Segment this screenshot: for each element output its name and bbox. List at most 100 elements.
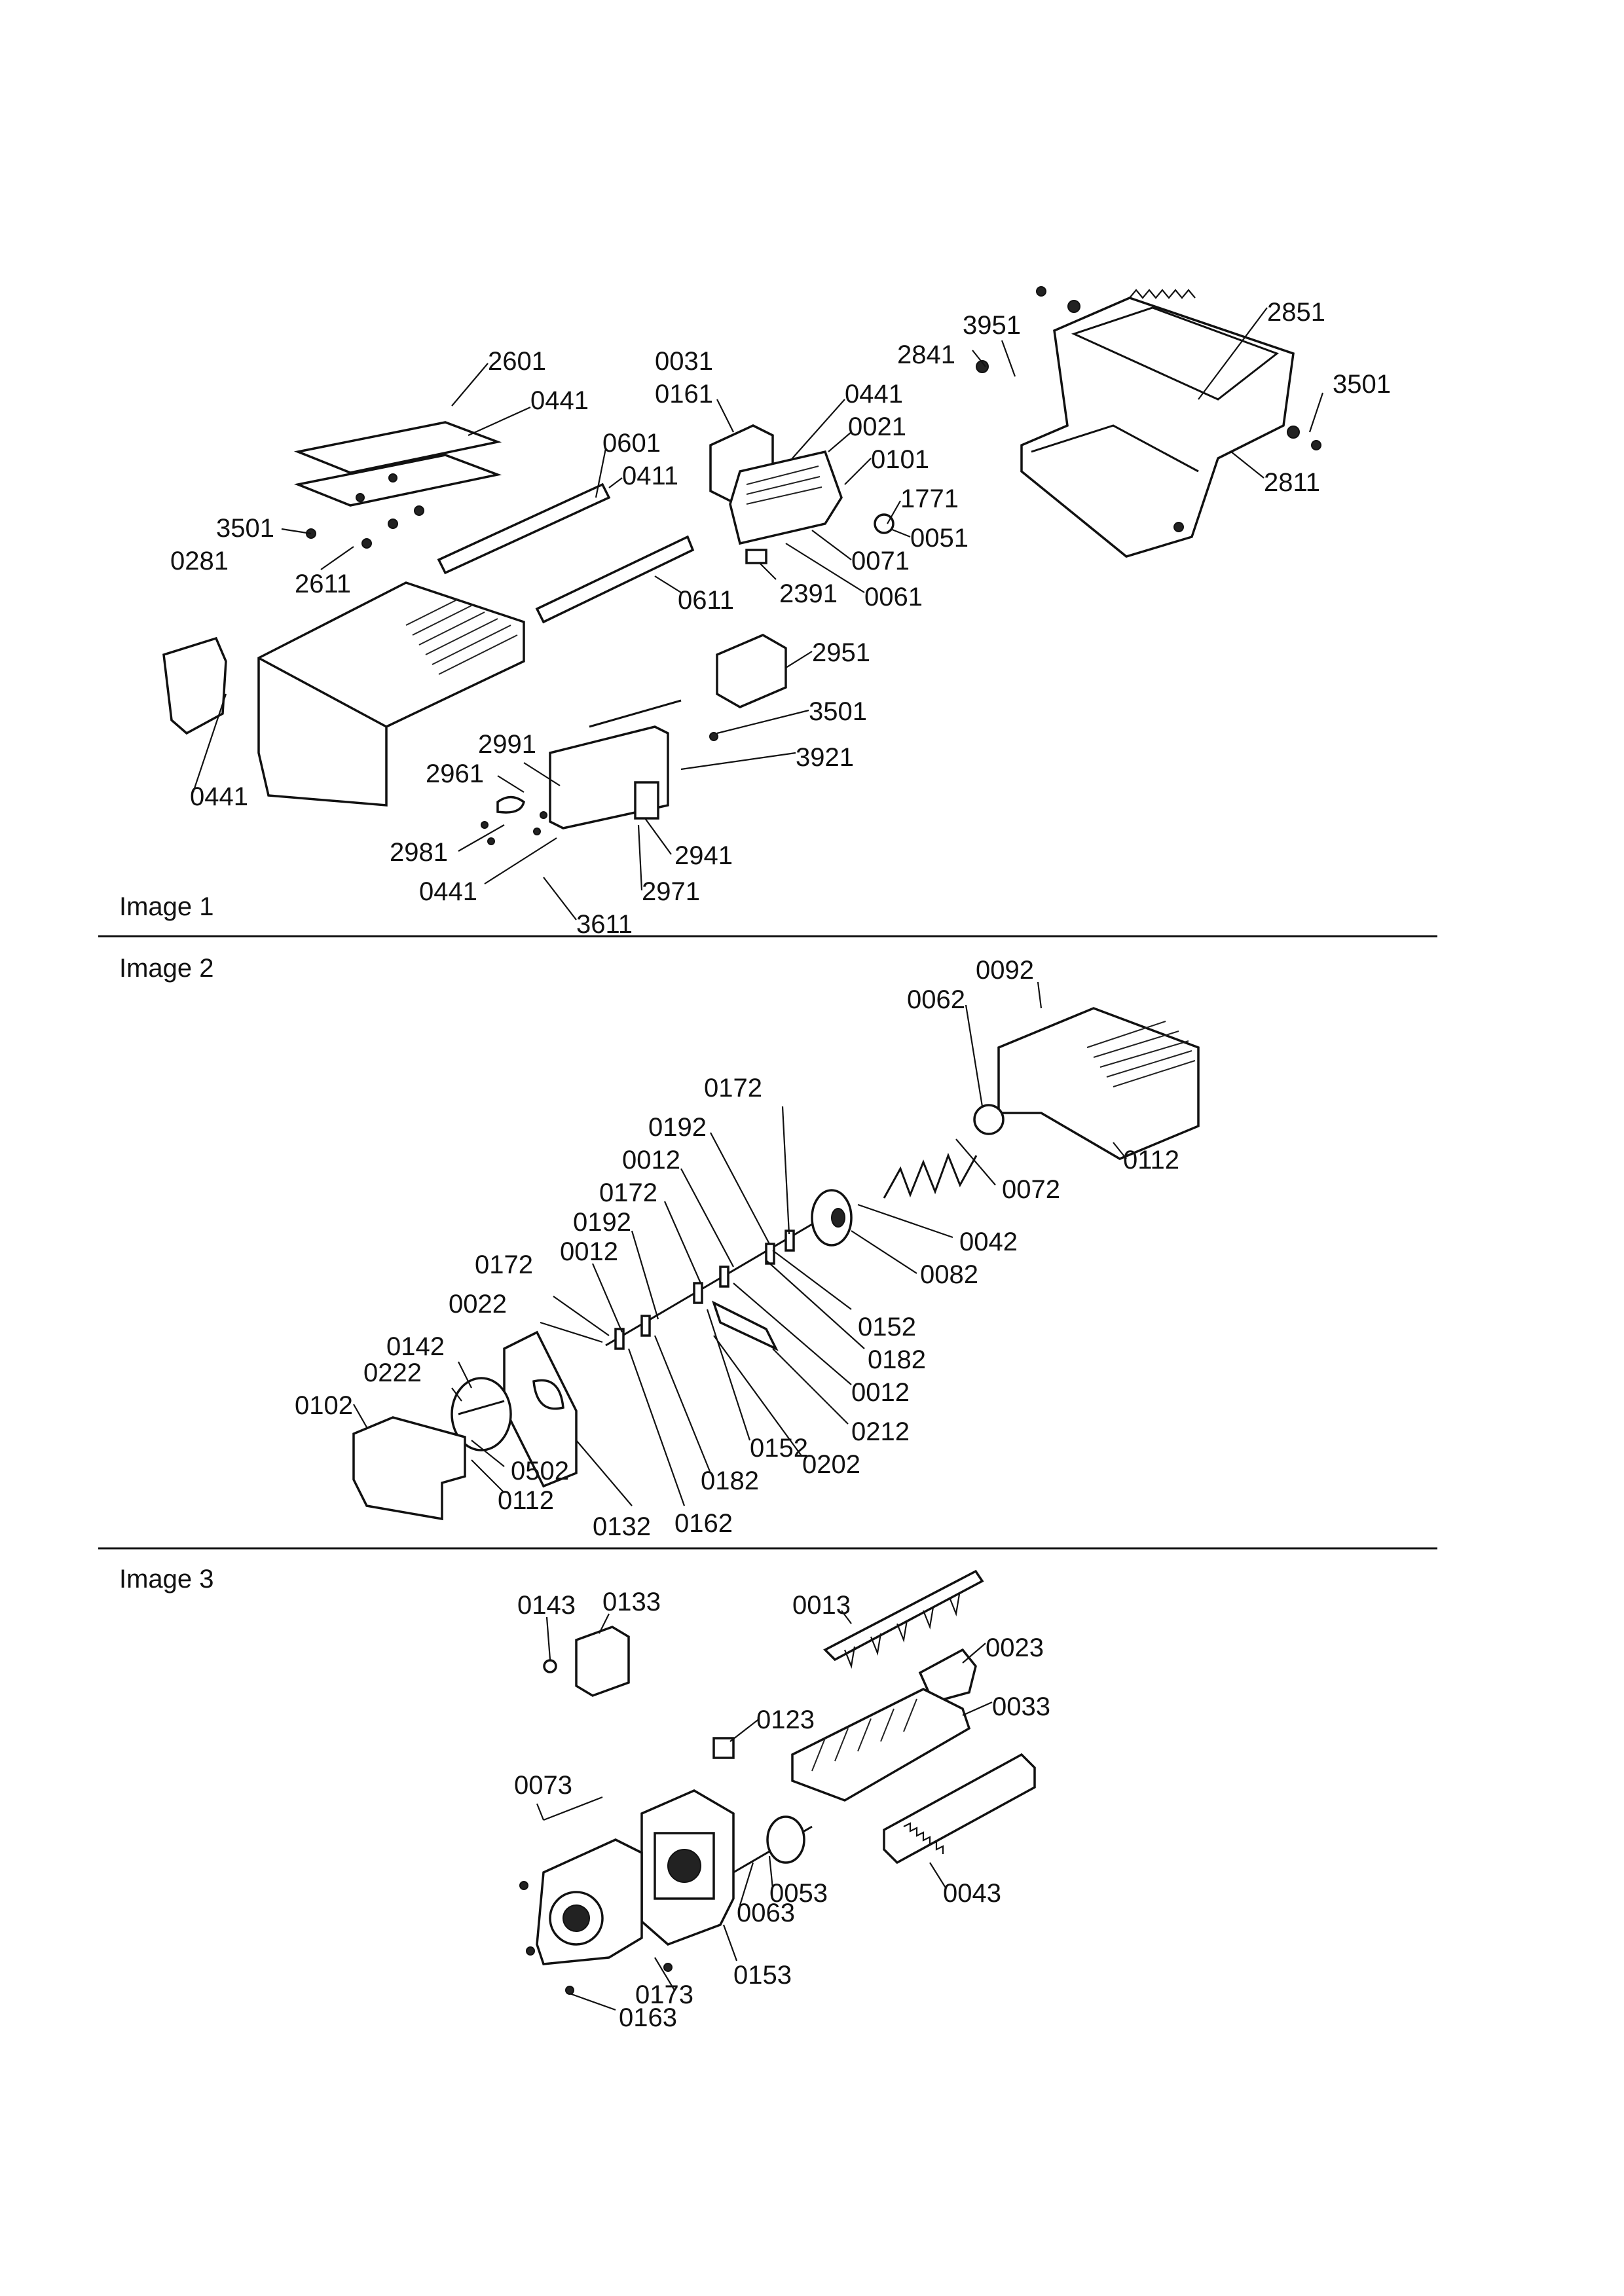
callout: 0123 [756, 1705, 815, 1734]
callout: 2611 [295, 570, 351, 598]
callout: 0071 [851, 547, 910, 575]
callout: 0051 [910, 524, 969, 553]
callout: 0142 [386, 1332, 445, 1361]
callout: 0031 [655, 347, 713, 376]
callout: 0152 [858, 1313, 916, 1341]
callout: 0182 [868, 1345, 926, 1374]
plate-2601 [293, 421, 502, 474]
callout: 0172 [599, 1178, 657, 1207]
callout: 0182 [701, 1467, 759, 1495]
ejector-0013 [823, 1569, 984, 1662]
callout: 0502 [511, 1457, 569, 1485]
callout: 0043 [943, 1879, 1001, 1908]
callout: 0441 [845, 380, 903, 409]
callout: 0042 [959, 1228, 1018, 1256]
ice-mold-0071 [729, 450, 843, 545]
rail-0601 [437, 483, 611, 575]
section-title-image-1: Image 1 [119, 892, 214, 921]
callout: 0023 [986, 1633, 1044, 1662]
callout: 0281 [170, 547, 229, 575]
callout: 2941 [674, 841, 733, 870]
callout: 0061 [864, 583, 923, 611]
callout: 0601 [602, 429, 661, 458]
callout: 0132 [593, 1512, 651, 1541]
rail-0611 [535, 535, 695, 624]
thermostat-1771 [874, 513, 895, 534]
callout: 0143 [517, 1591, 576, 1620]
callout: 0062 [907, 985, 965, 1014]
bearing-0062 [973, 1104, 1005, 1135]
image-1-drawing [162, 286, 1324, 920]
callout: 0163 [619, 2003, 677, 2032]
blade-0202 [712, 1300, 779, 1351]
callout: 2981 [390, 838, 448, 867]
callout: 2601 [488, 347, 546, 376]
callout: 2961 [426, 759, 484, 788]
callout: 0153 [733, 1961, 792, 1990]
callout: 0411 [622, 462, 678, 490]
callout: 0013 [792, 1591, 851, 1620]
callout: 2991 [478, 730, 536, 759]
image-1-callouts: 2601 0441 0601 0411 3501 2611 0281 0611 … [170, 298, 1391, 939]
callout: 0101 [871, 445, 929, 474]
callout: 2951 [812, 638, 870, 667]
callout: 0441 [419, 877, 477, 906]
cover-0102 [352, 1416, 466, 1521]
callout: 0172 [475, 1250, 533, 1279]
callout: 0133 [602, 1588, 661, 1616]
callout: 0192 [573, 1208, 631, 1237]
callout: 3501 [216, 514, 274, 543]
callout: 3501 [1333, 370, 1391, 399]
callout: 0082 [920, 1260, 978, 1289]
callout: 3611 [576, 910, 633, 939]
ice-chute-cover [1020, 297, 1295, 558]
callout: 0072 [1002, 1175, 1060, 1204]
bin-0043 [883, 1753, 1036, 1865]
callout: 0012 [560, 1237, 618, 1266]
callout: 0161 [655, 380, 713, 409]
callout: 0102 [295, 1391, 353, 1420]
ice-bin [257, 581, 525, 807]
callout: 1771 [900, 484, 959, 513]
mold-0033 [791, 1688, 971, 1802]
callout: 0092 [976, 956, 1034, 985]
callout: 3951 [963, 311, 1021, 340]
callout: 0112 [1123, 1146, 1179, 1175]
image-3-callouts: 0143 0133 0013 0023 0123 0033 0073 0053 … [514, 1588, 1050, 2032]
callout: 0112 [498, 1486, 554, 1515]
callout: 0152 [750, 1434, 808, 1463]
section-title-image-3: Image 3 [119, 1565, 214, 1594]
switch-0133 [575, 1626, 630, 1697]
callout: 0202 [802, 1450, 860, 1479]
callout: 0073 [514, 1771, 572, 1800]
callout: 0172 [704, 1074, 762, 1102]
ice-bin-0092 [997, 1007, 1200, 1160]
callout: 0611 [678, 586, 734, 615]
callout: 0441 [530, 386, 589, 415]
callout: 2811 [1264, 468, 1320, 497]
callout: 0222 [363, 1358, 422, 1387]
callout: 0063 [737, 1899, 795, 1927]
callout: 2841 [897, 340, 955, 369]
callout: 0212 [851, 1417, 910, 1446]
callout: 0162 [674, 1509, 733, 1538]
image-2-callouts: 0092 0062 0172 0192 0012 0172 0192 0012 … [295, 956, 1179, 1541]
plate-2611 [293, 454, 502, 507]
cover-0281 [162, 636, 227, 735]
image-2-drawing [352, 981, 1200, 1521]
callout: 0192 [648, 1113, 707, 1142]
callout: 0012 [622, 1146, 680, 1175]
callout: 0033 [992, 1692, 1050, 1721]
callout: 2851 [1267, 298, 1325, 327]
section-title-image-2: Image 2 [119, 954, 214, 983]
callout: 0441 [190, 782, 248, 811]
callout: 2391 [779, 579, 838, 608]
callout: 0173 [635, 1980, 693, 2009]
auger-spring-0072 [883, 1152, 978, 1199]
callout: 2971 [642, 877, 700, 906]
callout: 0022 [449, 1290, 507, 1319]
dispenser-block-2951 [716, 634, 787, 708]
callout: 3921 [796, 743, 854, 772]
callout: 3501 [809, 697, 867, 726]
